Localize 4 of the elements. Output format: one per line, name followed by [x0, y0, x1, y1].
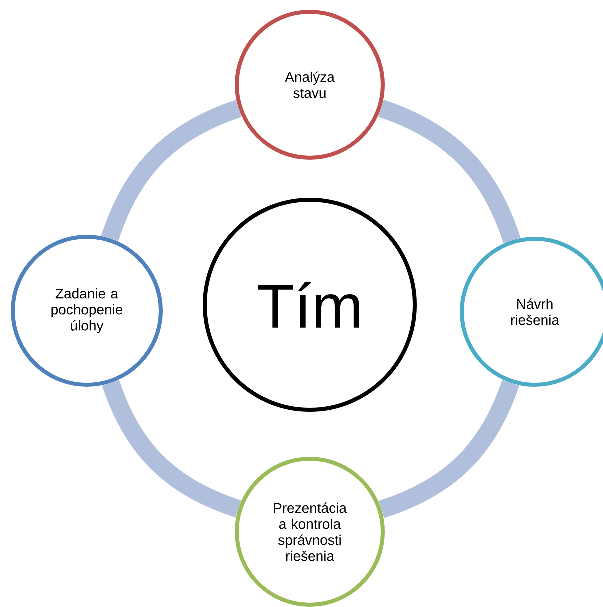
ring-arc: [378, 100, 521, 244]
ring-arc: [102, 100, 242, 242]
ring-arc: [102, 380, 242, 518]
ring-arc: [378, 380, 520, 518]
